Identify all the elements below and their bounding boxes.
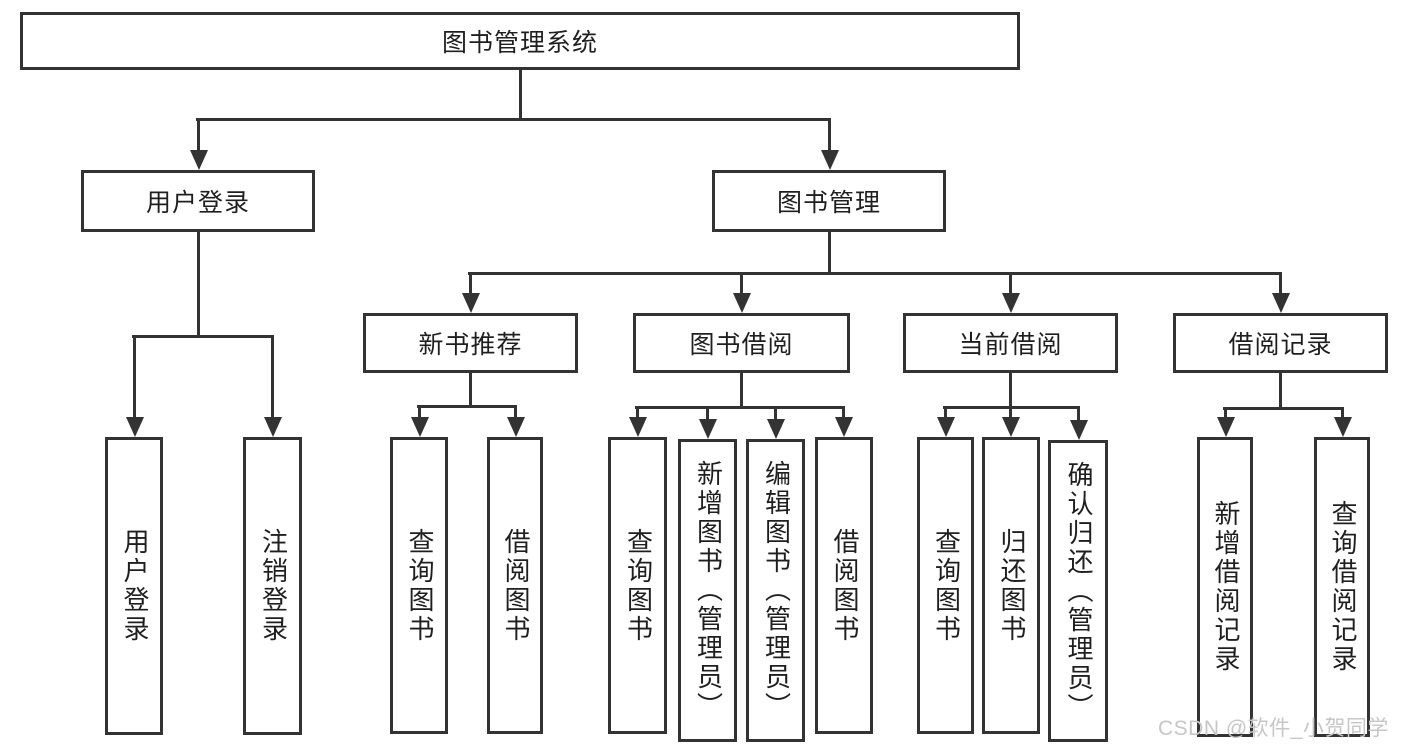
arrow-current-leaf-1 <box>944 406 947 417</box>
node-book-mgmt: 图书管理 <box>712 170 946 232</box>
leaf-return-books: 归还图书 <box>982 437 1040 734</box>
arrow-borrowing-leaf-2 <box>706 406 709 419</box>
leaf-query-books-1: 查询图书 <box>390 437 448 734</box>
arrow-to-borrowing <box>740 272 743 293</box>
arrow-to-logout-leaf <box>271 335 274 417</box>
leaf-user-login-label: 用户登录 <box>119 528 150 644</box>
arrow-borrowing-leaf-4 <box>842 406 845 417</box>
csdn-watermark: CSDN @软件_小贺同学 <box>1158 717 1389 740</box>
connector-records-split <box>1223 407 1344 410</box>
leaf-query-books-2-label: 查询图书 <box>623 527 654 644</box>
node-book-borrowing: 图书借阅 <box>633 313 850 373</box>
arrow-to-book-mgmt <box>828 118 831 150</box>
connector-borrowing-down <box>740 373 743 406</box>
arrow-to-new-rec <box>469 272 472 293</box>
leaf-edit-books-admin: 编辑图书（管理员） <box>746 439 805 742</box>
node-book-mgmt-label: 图书管理 <box>776 189 881 217</box>
arrow-current-leaf-2 <box>1009 406 1012 417</box>
node-user-login-label: 用户登录 <box>145 189 250 217</box>
leaf-borrow-books-2: 借阅图书 <box>815 437 873 734</box>
connector-user-login-split <box>132 335 274 338</box>
leaf-confirm-return-admin: 确认归还（管理员） <box>1048 440 1108 742</box>
node-user-login: 用户登录 <box>81 170 315 232</box>
leaf-query-books-2: 查询图书 <box>608 437 667 734</box>
leaf-logout: 注销登录 <box>243 437 302 735</box>
leaf-confirm-return-admin-label: 确认归还（管理员） <box>1063 460 1094 722</box>
leaf-borrow-books-1-label: 借阅图书 <box>500 527 531 644</box>
connector-root-split <box>196 118 830 121</box>
node-new-book-rec-label: 新书推荐 <box>418 331 523 359</box>
connector-user-login-down <box>197 232 200 335</box>
connector-book-mgmt-split <box>468 272 1282 275</box>
connector-book-mgmt-down <box>828 232 831 272</box>
arrow-records-leaf-2 <box>1341 407 1344 417</box>
arrow-to-login-leaf <box>133 335 136 417</box>
leaf-query-books-3: 查询图书 <box>917 437 974 734</box>
arrow-to-current <box>1009 272 1012 293</box>
arrow-borrowing-leaf-3 <box>774 406 777 419</box>
arrow-borrowing-leaf-1 <box>636 406 639 417</box>
leaf-borrow-books-1: 借阅图书 <box>487 437 543 734</box>
connector-new-rec-down <box>469 373 472 405</box>
connector-borrowing-split <box>635 406 845 409</box>
node-borrow-records: 借阅记录 <box>1173 313 1388 373</box>
node-current-borrowing-label: 当前借阅 <box>958 331 1063 359</box>
leaf-edit-books-admin-label: 编辑图书（管理员） <box>761 460 792 721</box>
arrow-new-rec-leaf-2 <box>514 405 517 417</box>
connector-current-down <box>1009 373 1012 406</box>
node-borrow-records-label: 借阅记录 <box>1228 331 1333 359</box>
leaf-add-books-admin: 新增图书（管理员） <box>678 439 737 742</box>
leaf-return-books-label: 归还图书 <box>996 527 1027 644</box>
leaf-query-borrow-record: 查询借阅记录 <box>1314 437 1370 737</box>
arrow-current-leaf-3 <box>1077 406 1080 420</box>
arrow-new-rec-leaf-1 <box>418 405 421 417</box>
connector-new-rec-split <box>417 405 517 408</box>
leaf-add-borrow-record: 新增借阅记录 <box>1197 437 1253 737</box>
node-root-label: 图书管理系统 <box>441 29 598 57</box>
arrow-records-leaf-1 <box>1224 407 1227 417</box>
leaf-query-books-1-label: 查询图书 <box>404 527 435 644</box>
leaf-query-borrow-record-label: 查询借阅记录 <box>1327 500 1358 674</box>
leaf-query-books-3-label: 查询图书 <box>931 527 962 644</box>
arrow-to-user-login <box>197 118 200 150</box>
node-current-borrowing: 当前借阅 <box>903 313 1118 373</box>
leaf-borrow-books-2-label: 借阅图书 <box>829 527 860 644</box>
leaf-add-books-admin-label: 新增图书（管理员） <box>693 460 724 721</box>
leaf-add-borrow-record-label: 新增借阅记录 <box>1210 500 1241 674</box>
connector-records-down <box>1279 373 1282 407</box>
node-new-book-rec: 新书推荐 <box>363 313 578 373</box>
leaf-logout-label: 注销登录 <box>258 528 289 644</box>
connector-root-down <box>519 70 522 118</box>
node-book-borrowing-label: 图书借阅 <box>689 331 794 359</box>
arrow-to-records <box>1279 272 1282 293</box>
leaf-user-login: 用户登录 <box>105 437 163 735</box>
node-root: 图书管理系统 <box>20 12 1020 70</box>
